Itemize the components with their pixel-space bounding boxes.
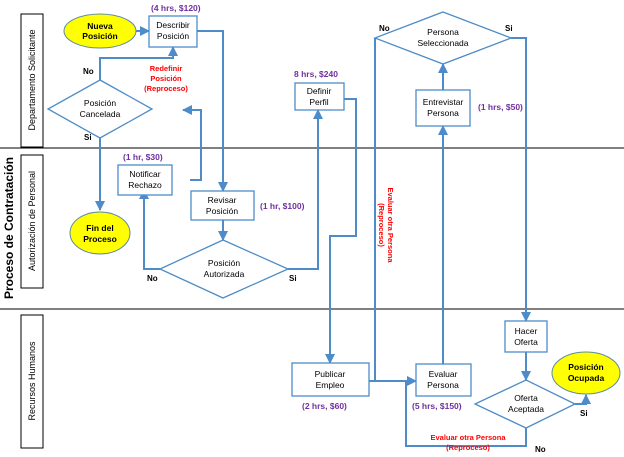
node-label: Fin del: [86, 223, 113, 233]
node-label: Notificar: [129, 169, 160, 179]
cost-definir: 8 hrs, $240: [294, 69, 338, 79]
node-label: Evaluar: [429, 369, 458, 379]
cost-publicar: (2 hrs, $60): [302, 401, 347, 411]
edge-label-aceptada-si: Si: [580, 409, 588, 418]
edge-aceptada-si-ocupada: [575, 394, 591, 405]
node-persona-seleccionada: Persona Seleccionada: [373, 11, 513, 65]
node-label: Describir: [156, 20, 190, 30]
node-nueva-posicion: Nueva Posición: [63, 13, 137, 49]
connectors: [95, 26, 591, 447]
edge-label-seleccionada-si: Si: [505, 24, 513, 33]
rework-line: (Reproceso): [144, 84, 188, 93]
node-label: Posición: [206, 206, 238, 216]
node-label: Posición: [84, 98, 116, 108]
node-label: Nueva: [87, 21, 113, 31]
cost-evaluar: (5 hrs, $150): [412, 401, 462, 411]
lane-header-3: [20, 314, 44, 449]
node-label: Aceptada: [508, 404, 544, 414]
node-describir-posicion: Describir Posición: [148, 15, 198, 48]
edge-seleccionada-si-oferta: [511, 37, 531, 322]
edge-label-cancelada-si: Si: [84, 133, 92, 142]
node-label: Empleo: [316, 380, 345, 390]
lane-label-2: Autorización de Personal: [27, 171, 37, 271]
node-label: Posición: [157, 31, 189, 41]
node-label: Revisar: [208, 195, 237, 205]
edge-cancelada-no-describir: [99, 46, 178, 80]
edge-aceptada-no-evaluar: [405, 380, 527, 447]
cost-entrevistar: (1 hrs, $50): [478, 102, 523, 112]
rework-line: Evaluar otra Persona: [430, 433, 506, 442]
edge-autorizada-no-notificar: [139, 189, 160, 270]
node-publicar-empleo: Publicar Empleo: [291, 362, 370, 397]
rework-line: (Reproceso): [446, 443, 490, 452]
node-revisar-posicion: Revisar Posición: [190, 190, 255, 221]
node-label: Perfil: [309, 97, 328, 107]
cost-describir: (4 hrs, $120): [151, 3, 201, 13]
node-posicion-autorizada: Posición Autorizada: [158, 239, 290, 299]
swimlanes: Departamento Solicitante Autorización de…: [0, 13, 624, 449]
node-label: Ocupada: [568, 373, 605, 383]
node-label: Cancelada: [80, 109, 121, 119]
node-label: Rechazo: [128, 180, 162, 190]
edge-label-aceptada-no: No: [535, 445, 546, 454]
edge-notificar-cancelada: [182, 105, 202, 181]
node-label: Proceso: [83, 234, 117, 244]
node-label: Definir: [307, 86, 332, 96]
node-label: Hacer: [515, 326, 538, 336]
rework-line: Redefinir: [150, 64, 183, 73]
node-entrevistar-persona: Entrevistar Persona: [415, 89, 471, 127]
lane-label-1: Departamento Solicitante: [27, 29, 37, 130]
node-label: Oferta: [514, 337, 538, 347]
rework-line: Evaluar otra Persona: [386, 187, 395, 263]
edge-label-autorizada-no: No: [147, 274, 158, 283]
node-evaluar-persona: Evaluar Persona: [415, 363, 472, 397]
node-definir-perfil: Definir Perfil: [294, 82, 345, 111]
cost-revisar: (1 hr, $100): [260, 201, 305, 211]
node-fin-proceso: Fin del Proceso: [69, 211, 131, 255]
node-oferta-aceptada: Oferta Aceptada: [473, 379, 577, 429]
node-label: Posición: [568, 362, 603, 372]
rework-evaluar-vertical: Evaluar otra Persona (Reproceso): [377, 187, 395, 263]
lane-header-1: [20, 13, 44, 148]
rework-redefinir: Redefinir Posición (Reproceso): [144, 64, 188, 93]
edge-label-cancelada-no: No: [83, 67, 94, 76]
node-posicion-ocupada: Posición Ocupada: [551, 351, 621, 395]
rework-line: Posición: [150, 74, 182, 83]
node-label: Posición: [82, 31, 117, 41]
node-posicion-cancelada: Posición Cancelada: [46, 79, 154, 139]
node-label: Posición: [208, 258, 240, 268]
node-label: Oferta: [514, 393, 538, 403]
lane-label-3: Recursos Humanos: [27, 341, 37, 421]
node-hacer-oferta: Hacer Oferta: [504, 320, 548, 353]
process-title: Proceso de Contratación: [2, 157, 16, 299]
node-label: Persona: [427, 108, 459, 118]
node-label: Autorizada: [204, 269, 245, 279]
node-label: Entrevistar: [423, 97, 464, 107]
cost-notificar: (1 hr, $30): [123, 152, 163, 162]
node-label: Seleccionada: [417, 38, 468, 48]
rework-evaluar-bottom: Evaluar otra Persona (Reproceso): [430, 433, 506, 452]
edge-label-autorizada-si: Si: [289, 274, 297, 283]
rework-line: (Reproceso): [377, 203, 386, 247]
edge-definir-publicar: [325, 98, 357, 364]
edge-describir-revisar: [197, 30, 228, 192]
node-label: Persona: [427, 27, 459, 37]
node-notificar-rechazo: Notificar Rechazo: [117, 164, 173, 196]
node-label: Publicar: [315, 369, 346, 379]
node-label: Persona: [427, 380, 459, 390]
edge-label-seleccionada-no: No: [379, 24, 390, 33]
lane-header-2: [20, 154, 44, 289]
edge-autorizada-si-definir: [288, 109, 323, 270]
